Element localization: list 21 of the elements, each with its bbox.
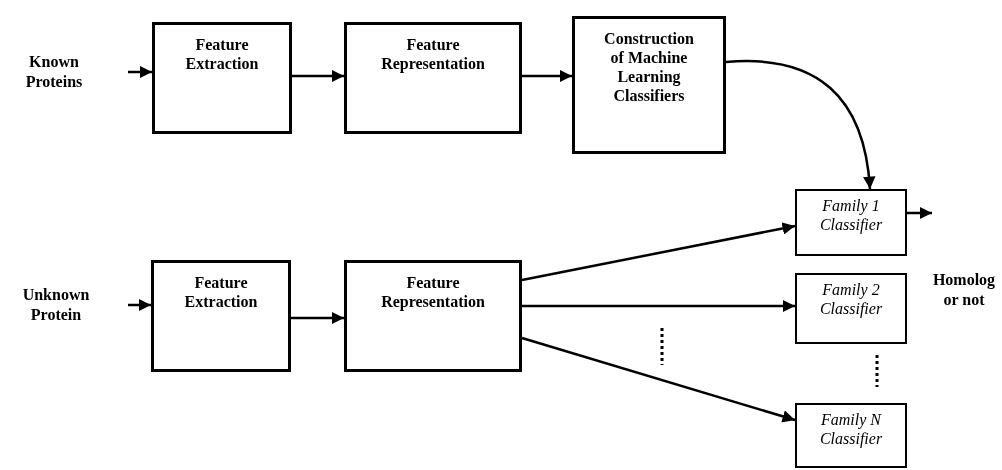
arrow bbox=[521, 222, 796, 282]
process-box: Feature Representation bbox=[344, 260, 522, 372]
classifier-box: Family 2 Classifier bbox=[795, 273, 907, 344]
input-label: Known Proteins bbox=[24, 52, 84, 92]
input-label: Unknown Protein bbox=[21, 285, 91, 325]
arrow bbox=[522, 299, 795, 313]
classifier-box: Family N Classifier bbox=[795, 403, 907, 468]
process-box: Construction of Machine Learning Classifiers bbox=[572, 16, 726, 154]
arrow bbox=[521, 336, 796, 423]
arrow bbox=[291, 311, 344, 325]
arrow bbox=[292, 69, 344, 83]
arrow bbox=[907, 206, 932, 220]
curved-arrow bbox=[725, 59, 875, 190]
output-label: Homolog or not bbox=[931, 270, 997, 310]
process-box: Feature Extraction bbox=[152, 22, 292, 134]
arrow bbox=[128, 65, 152, 79]
process-box: Feature Extraction bbox=[151, 260, 291, 372]
arrow bbox=[522, 69, 572, 83]
process-box: Feature Representation bbox=[344, 22, 522, 134]
classifier-box: Family 1 Classifier bbox=[795, 189, 907, 256]
arrow bbox=[128, 298, 151, 312]
